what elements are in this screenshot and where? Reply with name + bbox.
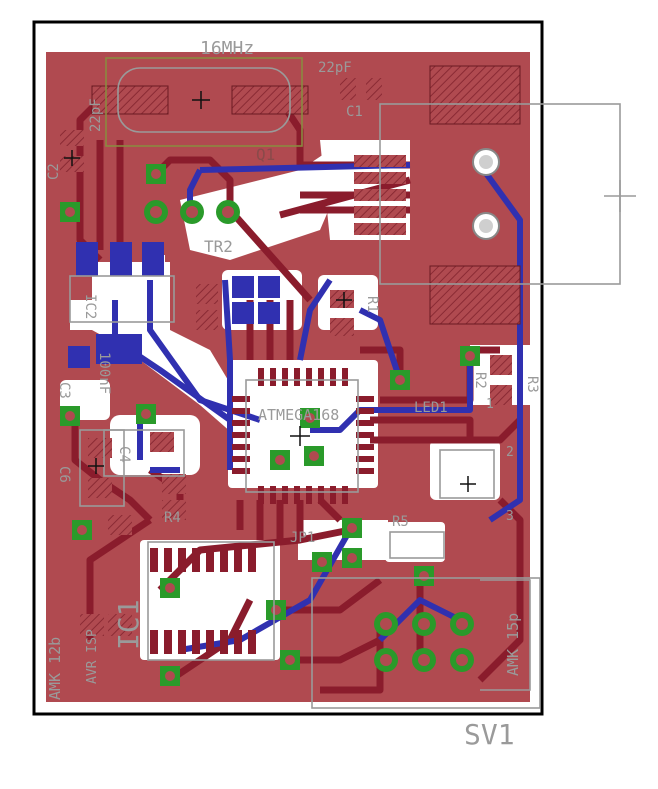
label-avr: AVR ISP	[85, 629, 100, 684]
usb-pad-top	[429, 65, 521, 125]
label-cap-a: 22pF	[318, 60, 352, 76]
bottom-pads	[68, 242, 280, 368]
via-icon	[280, 650, 300, 670]
label-cap-b: 22pF	[88, 98, 104, 132]
via-icon	[342, 518, 362, 538]
label-pin2: 2	[506, 445, 514, 460]
via-icon	[136, 404, 156, 424]
silkscreen	[69, 57, 636, 709]
label-amk: AMK 12b	[46, 637, 64, 700]
label-sv: SV1	[464, 718, 515, 751]
label-c6: C6	[56, 466, 72, 483]
via-icon	[414, 566, 434, 586]
label-r3: R3	[524, 376, 540, 393]
label-amk2: AMK 15p	[504, 613, 522, 676]
via-icon	[72, 520, 92, 540]
label-r2: R2	[472, 372, 488, 389]
mcu-pins	[232, 368, 374, 504]
via-icon	[160, 666, 180, 686]
usb-pad-bottom	[429, 265, 521, 325]
crosshair-icon	[64, 91, 476, 492]
soic-pins	[150, 548, 256, 654]
label-r5: R5	[392, 514, 409, 530]
via-icon	[270, 450, 290, 470]
label-c3-val: 100nF	[96, 352, 112, 394]
via-icon	[146, 164, 166, 184]
via-icon	[60, 202, 80, 222]
label-ic1: IC1	[112, 599, 145, 650]
vias	[60, 164, 480, 686]
via-icon	[266, 600, 286, 620]
via-icon	[304, 446, 324, 466]
via-icon	[160, 578, 180, 598]
label-c3: C3	[56, 382, 72, 399]
label-ic-small: IC2	[82, 294, 98, 319]
label-mcu: ATMEGA168	[258, 406, 339, 424]
label-trimmer: TR2	[204, 237, 233, 256]
via-icon	[60, 406, 80, 426]
th-pads	[144, 148, 500, 672]
label-r4: R4	[164, 510, 181, 526]
label-c4: C4	[116, 446, 132, 463]
label-led: LED1	[414, 400, 448, 416]
crystal-pad-left	[91, 85, 169, 115]
label-cap-a-ref: C1	[346, 104, 363, 120]
label-pin3: 3	[506, 509, 514, 524]
label-pin1: 1	[486, 397, 494, 412]
label-crystal-ref: Q1	[256, 145, 275, 164]
crystal-pad-right	[231, 85, 309, 115]
label-crystal: 16MHz	[200, 38, 254, 59]
label-jumper: JP1	[290, 530, 315, 546]
label-cap-b-ref: C2	[46, 163, 62, 180]
label-r1: R1	[364, 296, 380, 313]
via-icon	[390, 370, 410, 390]
via-icon	[312, 552, 332, 572]
via-icon	[300, 408, 320, 428]
via-icon	[460, 346, 480, 366]
via-icon	[342, 548, 362, 568]
